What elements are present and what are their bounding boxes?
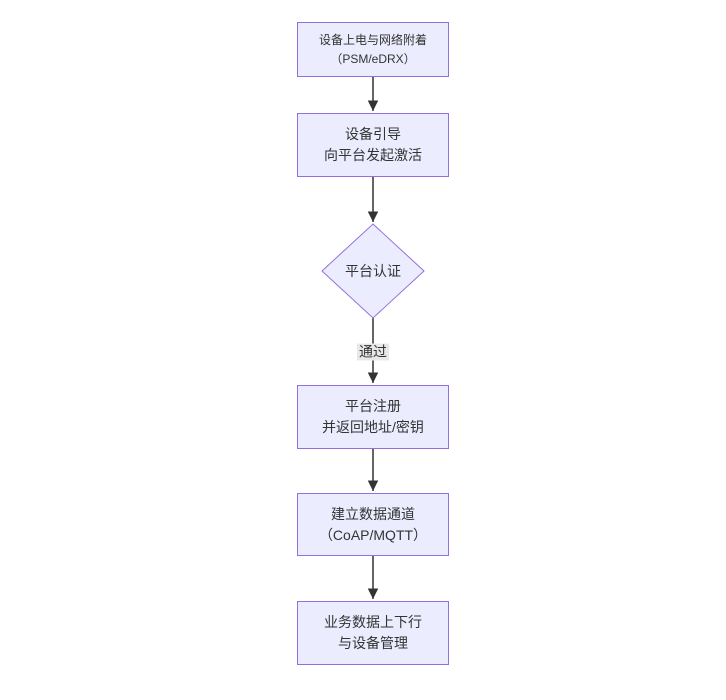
node-label-line: 并返回地址/密钥 [322,419,424,435]
auth-decision-shape [321,223,425,319]
node-label-line: （PSM/eDRX） [330,51,416,66]
node-power-attach: 设备上电与网络附着 （PSM/eDRX） [297,22,449,77]
node-platform-auth-label: 平台认证 [345,263,401,279]
node-label-line: 设备引导 [345,126,401,142]
node-bootstrap: 设备引导 向平台发起激活 [297,113,449,177]
node-label-line: 建立数据通道 [331,505,415,522]
node-business-data: 业务数据上下行 与设备管理 [297,601,449,665]
node-platform-register: 平台注册 并返回地址/密钥 [297,385,449,449]
node-data-channel: 建立数据通道 （CoAP/MQTT） [297,493,449,556]
edge-label-pass: 通过 [357,343,389,361]
node-label-line: 业务数据上下行 [324,614,422,630]
node-label-line: 与设备管理 [338,635,408,651]
node-label-line: （CoAP/MQTT） [318,526,428,543]
node-label-line: 设备上电与网络附着 [318,32,427,47]
node-label-line: 平台注册 [345,398,401,414]
node-label-line: 向平台发起激活 [324,147,422,163]
